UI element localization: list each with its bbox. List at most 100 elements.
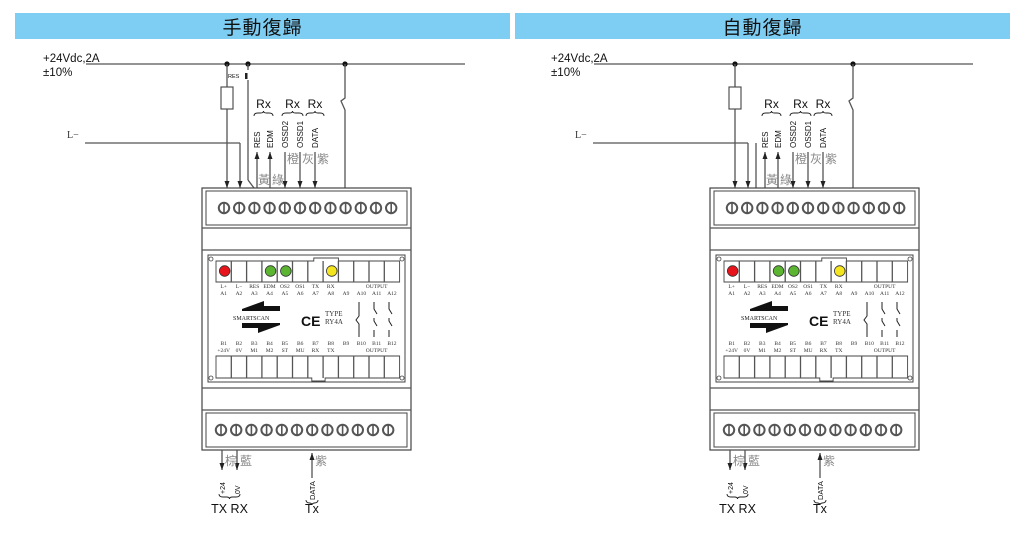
terminal-name-label: M1 xyxy=(758,348,766,354)
rx-group-label: Rx xyxy=(816,97,831,111)
terminal-name-label: RX xyxy=(820,348,828,354)
terminal-name-label: RES xyxy=(249,284,259,290)
signal-label-data: DATA xyxy=(308,481,317,500)
terminal-screw-icon xyxy=(233,201,246,215)
terminal-screw-icon xyxy=(890,423,903,437)
supply-tolerance-label: ±10% xyxy=(551,67,580,79)
terminal-pin-label: B6 xyxy=(805,341,812,347)
terminal-screw-icon xyxy=(217,201,231,215)
signal-label-ossd1: OSSD1 xyxy=(296,120,305,148)
terminal-pin-label: A8 xyxy=(835,291,842,297)
terminal-pin-label: A10 xyxy=(357,291,367,297)
type-label: TYPE xyxy=(325,310,343,318)
terminal-name-label: OUTPUT xyxy=(874,284,896,290)
nc-contact-icon xyxy=(355,302,360,337)
terminal-screw-icon xyxy=(877,201,891,215)
terminal-name-label: EDM xyxy=(771,284,783,290)
terminal-pin-label: B4 xyxy=(266,341,273,347)
corner-screw-icon xyxy=(208,256,214,262)
output-contact-wire xyxy=(340,64,346,188)
wire-color-grey: 灰 xyxy=(302,152,314,166)
terminal-pin-label: B2 xyxy=(236,341,243,347)
ce-mark: CE xyxy=(301,313,320,329)
terminal-pin-label: A6 xyxy=(805,291,812,297)
arrow-down-icon xyxy=(790,181,796,188)
terminal-screw-icon xyxy=(306,423,319,437)
arrow-down-icon xyxy=(234,463,240,470)
terminal-pin-label: A2 xyxy=(744,291,751,297)
wire-color-green: 綠 xyxy=(780,173,792,187)
terminal-pin-label: B12 xyxy=(895,341,904,347)
corner-screw-icon xyxy=(907,256,913,262)
signal-label-res: RES xyxy=(253,132,262,148)
rx-group-label: Rx xyxy=(256,97,271,111)
terminal-screw-icon xyxy=(874,423,888,437)
transmit-arrow-icon xyxy=(242,301,280,311)
terminal-name-label: L− xyxy=(744,284,750,290)
brace xyxy=(813,499,827,506)
wire-color-grey: 灰 xyxy=(810,152,822,166)
signal-label-0v: 0V xyxy=(235,485,242,494)
model-label: RY4A xyxy=(325,318,343,326)
terminal-name-label: M2 xyxy=(266,348,274,354)
status-led xyxy=(788,265,800,277)
no-contact-icon xyxy=(373,302,378,337)
corner-screw-icon xyxy=(716,375,722,381)
terminal-pin-label: B5 xyxy=(790,341,797,347)
terminal-name-label: 0V xyxy=(744,348,751,354)
terminal-pin-label: A7 xyxy=(820,291,827,297)
terminal-screw-icon xyxy=(722,423,736,437)
terminal-screw-icon xyxy=(369,201,383,215)
terminal-pin-label: A9 xyxy=(851,291,858,297)
terminal-screw-icon xyxy=(382,423,395,437)
terminal-screw-icon xyxy=(354,201,367,215)
wire-color-purple: 紫 xyxy=(315,454,327,468)
terminal-pin-label: A4 xyxy=(266,291,273,297)
terminal-pin-label: B7 xyxy=(312,341,319,347)
terminal-pin-label: B6 xyxy=(297,341,304,347)
fuse-icon xyxy=(220,86,234,110)
terminal-pin-label: A1 xyxy=(220,291,227,297)
terminal-pin-label: A3 xyxy=(759,291,766,297)
terminal-screw-icon xyxy=(783,423,796,437)
terminal-name-label: MU xyxy=(804,348,813,354)
terminal-pin-label: A9 xyxy=(343,291,350,297)
terminal-screw-icon xyxy=(814,423,827,437)
terminal-screw-icon xyxy=(351,423,364,437)
terminal-name-label: EDM xyxy=(263,284,275,290)
rx-group-label: Rx xyxy=(308,97,323,111)
terminal-screw-icon xyxy=(275,423,288,437)
terminal-screw-icon xyxy=(230,423,243,437)
terminal-screw-icon xyxy=(756,201,769,215)
receive-arrow-icon xyxy=(242,323,280,333)
terminal-pin-label: A11 xyxy=(372,291,382,297)
wire-color-orange: 橙 xyxy=(795,151,807,166)
terminal-screw-icon xyxy=(214,423,228,437)
arrow-down-icon xyxy=(742,463,748,470)
arrow-up-icon xyxy=(817,453,823,460)
arrow-up-icon xyxy=(309,453,315,460)
ce-mark: CE xyxy=(809,313,828,329)
terminal-screw-icon xyxy=(817,201,830,215)
terminal-name-label: TX xyxy=(835,348,842,354)
signal-label-ossd1: OSSD1 xyxy=(804,120,813,148)
terminal-screw-icon xyxy=(844,423,857,437)
terminal-screw-icon xyxy=(738,423,751,437)
wire-color-green: 綠 xyxy=(272,173,284,187)
terminal-pin-label: B5 xyxy=(282,341,289,347)
terminal-name-label: OS1 xyxy=(295,284,305,290)
terminal-screw-icon xyxy=(832,201,845,215)
wire-color-purple: 紫 xyxy=(317,152,329,166)
terminal-name-label: +24V xyxy=(217,348,230,354)
terminal-screw-icon xyxy=(366,423,380,437)
terminal-pin-label: B9 xyxy=(343,341,350,347)
terminal-pin-label: A12 xyxy=(387,291,397,297)
signal-label-data: DATA xyxy=(311,127,320,148)
terminal-name-label: OUTPUT xyxy=(874,348,896,354)
status-led xyxy=(772,265,785,277)
